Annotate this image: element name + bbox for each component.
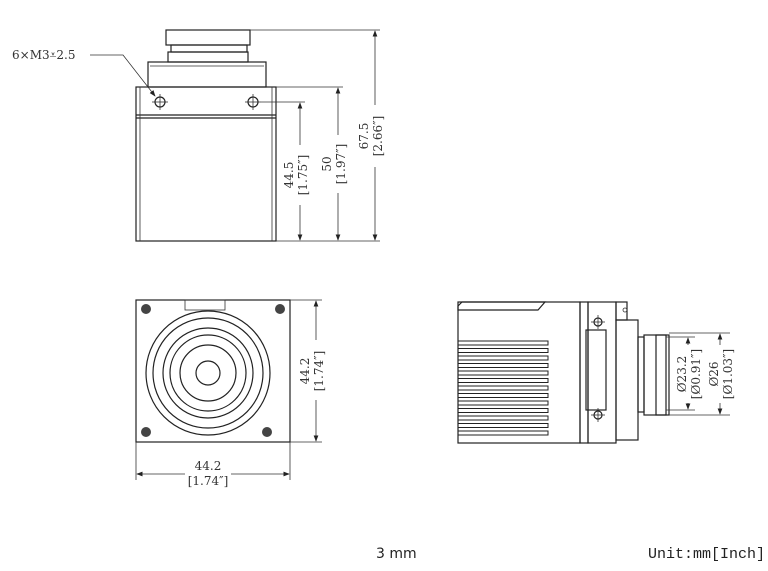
fin [457, 363, 549, 368]
dim-total-height-inch: [2.66″] [371, 116, 385, 157]
dim-total-height: 67.5 [357, 123, 371, 150]
top-view [90, 29, 381, 242]
fin [457, 400, 549, 406]
dim-lens-inner: Ø23.2 [675, 356, 689, 393]
mount-hole-icon [152, 94, 168, 110]
screw-icon [141, 304, 151, 314]
fin [457, 378, 549, 383]
fin [457, 430, 549, 436]
dim-hole-height-inch: [1.75″] [296, 155, 310, 196]
fin [457, 408, 549, 413]
model-label: 3 mm [376, 546, 417, 562]
dim-front-height: 44.2 [298, 358, 312, 385]
dim-lens-outer-inch: [Ø1.03″] [721, 349, 735, 399]
fin [457, 348, 549, 353]
mount-hole-icon [591, 408, 605, 422]
unit-label: Unit:mm[Inch] [648, 546, 766, 563]
fin [457, 423, 549, 428]
fin [457, 415, 549, 421]
connector [585, 329, 607, 411]
screw-icon [141, 427, 151, 437]
dim-body-height-inch: [1.97″] [334, 144, 348, 185]
fin [457, 393, 549, 398]
dim-lens-inner-inch: [Ø0.91″] [689, 349, 703, 399]
mount-hole-icon [591, 315, 605, 329]
dim-front-height-inch: [1.74″] [312, 351, 326, 392]
mount-hole-icon [245, 94, 261, 110]
screw-icon [262, 427, 272, 437]
side-view [457, 301, 735, 444]
dim-hole-height: 44.5 [282, 162, 296, 189]
screw-icon [275, 304, 285, 314]
camera-body [135, 86, 277, 242]
fin [457, 340, 549, 346]
thread-callout: 6×M3⩡2.5 [12, 48, 75, 62]
dim-body-height: 50 [320, 156, 334, 171]
fin [457, 370, 549, 376]
dim-front-width: 44.2 [195, 459, 222, 473]
fin [457, 355, 549, 361]
fin [457, 385, 549, 391]
dim-front-width-inch: [1.74″] [188, 474, 229, 488]
front-view [135, 299, 322, 480]
dim-lens-outer: Ø26 [707, 361, 721, 386]
heat-sink-fins [457, 340, 549, 436]
